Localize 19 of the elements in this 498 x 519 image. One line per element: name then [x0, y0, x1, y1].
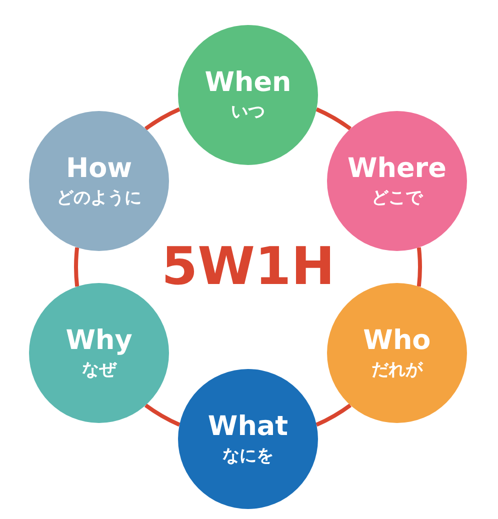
japanese-label: だれが [371, 359, 422, 382]
japanese-label: なにを [222, 445, 274, 468]
ring-arc [316, 404, 352, 427]
question-word: Who [363, 324, 431, 358]
center-title: 5W1H [162, 237, 335, 297]
question-word: What [208, 410, 288, 444]
japanese-label: いつ [231, 101, 265, 124]
question-word: How [66, 152, 132, 186]
question-word: Why [66, 324, 132, 358]
question-word: When [204, 66, 292, 100]
ring-arc [316, 107, 352, 130]
japanese-label: どのように [56, 187, 142, 210]
japanese-label: どこで [371, 187, 422, 210]
ring-arc [144, 107, 180, 130]
question-word: Where [347, 152, 446, 186]
japanese-label: なぜ [82, 359, 116, 382]
ring-arc [416, 247, 422, 287]
ring-arc [144, 404, 180, 427]
ring-arc [74, 247, 80, 287]
